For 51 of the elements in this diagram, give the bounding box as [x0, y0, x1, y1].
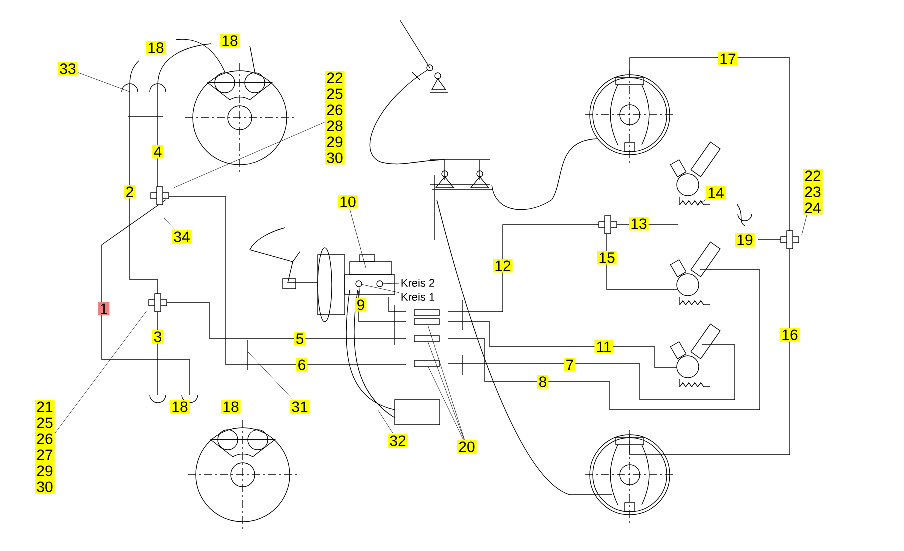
- callout-number: 8: [537, 375, 549, 389]
- callout-number: 16: [780, 328, 800, 342]
- callout-number: 9: [355, 298, 367, 312]
- leader-line: [359, 287, 361, 298]
- callout-number: 34: [172, 230, 192, 244]
- callout-number: 12: [493, 259, 513, 273]
- leader-line: [350, 208, 366, 268]
- leader-line: [428, 367, 464, 440]
- callout-number: 18: [146, 41, 166, 55]
- callout-number: 19: [735, 233, 755, 247]
- leader-line: [802, 214, 808, 236]
- circuit-label: Kreis 2: [400, 278, 436, 288]
- leader-line: [428, 325, 465, 440]
- callout-number: 31: [290, 400, 310, 414]
- callout-number: 7: [564, 358, 576, 372]
- leader-line: [362, 284, 400, 294]
- callout-number: 18: [170, 400, 190, 414]
- leader-line: [55, 310, 148, 434]
- callout-number: 17: [718, 52, 738, 66]
- outlet-pipe: [414, 318, 440, 326]
- callout-number: 1: [98, 302, 110, 316]
- leader-line: [164, 218, 176, 230]
- callout-number: 6: [296, 358, 308, 372]
- callout-number: 32: [388, 434, 408, 448]
- outlet-pipe: [414, 310, 440, 316]
- leader-line: [378, 410, 394, 434]
- callout-numbers: 22 23 24: [803, 169, 823, 215]
- outlet-pipe: [414, 336, 440, 342]
- callout-number: 5: [294, 332, 306, 346]
- callout-number: 3: [152, 330, 164, 344]
- leader-line: [428, 342, 465, 440]
- callout-number: 13: [629, 217, 649, 231]
- callout-number: 11: [594, 340, 614, 354]
- callout-number: 18: [220, 34, 240, 48]
- outlet-pipe: [414, 360, 440, 368]
- leader-line: [174, 122, 325, 188]
- callout-number: 2: [124, 185, 136, 199]
- callout-number: 14: [706, 186, 726, 200]
- callout-numbers: 22 25 26 28 29 30: [325, 71, 345, 165]
- leader-line: [78, 72, 130, 92]
- callout-number: 4: [152, 145, 164, 159]
- callout-number: 15: [597, 251, 617, 265]
- callout-number: 20: [457, 440, 477, 454]
- leader-line: [696, 200, 706, 206]
- circuit-label: Kreis 1: [400, 292, 436, 302]
- callout-numbers: 21 25 26 27 29 30: [35, 400, 55, 494]
- leader-line: [248, 352, 294, 400]
- callout-number: 33: [58, 62, 78, 76]
- callout-number: 10: [338, 195, 358, 209]
- leader-line: [383, 283, 400, 284]
- callout-number: 18: [221, 400, 241, 414]
